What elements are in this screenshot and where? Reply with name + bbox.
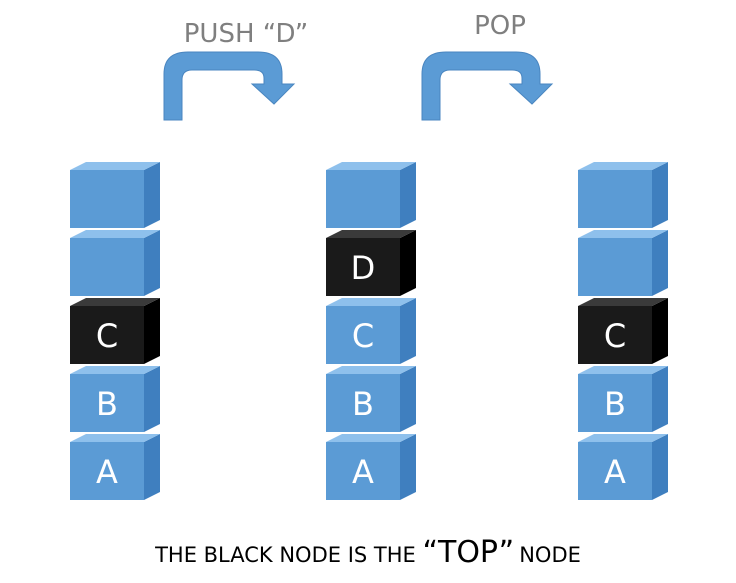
block-top-face bbox=[70, 434, 160, 442]
block-front-face bbox=[578, 238, 652, 296]
stack-3: ABC bbox=[578, 162, 668, 500]
stack-block: B bbox=[70, 366, 160, 432]
block-side-face bbox=[652, 230, 668, 296]
stack-block: C bbox=[326, 298, 416, 364]
block-front-face bbox=[326, 442, 400, 500]
stack-block bbox=[578, 162, 668, 228]
block-label: C bbox=[604, 317, 626, 355]
caption-highlight: “TOP” bbox=[422, 535, 514, 570]
block-top-face bbox=[326, 366, 416, 374]
block-side-face bbox=[652, 162, 668, 228]
stack-block: B bbox=[578, 366, 668, 432]
block-label: B bbox=[604, 385, 626, 423]
block-front-face bbox=[578, 170, 652, 228]
block-side-face bbox=[652, 434, 668, 500]
block-side-face bbox=[400, 298, 416, 364]
block-front-face bbox=[70, 442, 144, 500]
pop-arrow bbox=[421, 51, 554, 121]
pop-label: POP bbox=[474, 11, 526, 41]
caption: THE BLACK NODE IS THE “TOP” NODE bbox=[154, 535, 581, 570]
stack-block bbox=[70, 162, 160, 228]
operation-labels: PUSH “D” POP bbox=[184, 11, 526, 49]
block-top-face bbox=[578, 434, 668, 442]
stack-1: ABC bbox=[70, 162, 160, 500]
push-label: PUSH “D” bbox=[184, 19, 309, 49]
block-front-face bbox=[326, 238, 400, 296]
block-side-face bbox=[144, 162, 160, 228]
block-front-face bbox=[578, 374, 652, 432]
block-label: A bbox=[604, 453, 626, 491]
block-front-face bbox=[70, 170, 144, 228]
block-top-face bbox=[70, 298, 160, 306]
stack-block: A bbox=[578, 434, 668, 500]
block-top-face bbox=[326, 162, 416, 170]
block-top-face bbox=[70, 230, 160, 238]
top-node-block: C bbox=[70, 298, 160, 364]
top-node-block: C bbox=[578, 298, 668, 364]
block-side-face bbox=[400, 230, 416, 296]
block-front-face bbox=[578, 442, 652, 500]
block-label: C bbox=[96, 317, 118, 355]
block-side-face bbox=[144, 366, 160, 432]
block-top-face bbox=[578, 298, 668, 306]
block-side-face bbox=[400, 434, 416, 500]
block-front-face bbox=[326, 306, 400, 364]
operation-arrows bbox=[163, 51, 554, 121]
block-front-face bbox=[70, 374, 144, 432]
stack-block bbox=[326, 162, 416, 228]
block-front-face bbox=[70, 306, 144, 364]
block-top-face bbox=[578, 162, 668, 170]
block-side-face bbox=[652, 366, 668, 432]
block-label: C bbox=[352, 317, 374, 355]
caption-before: THE BLACK NODE IS THE bbox=[154, 543, 422, 567]
block-top-face bbox=[70, 366, 160, 374]
block-side-face bbox=[400, 162, 416, 228]
block-label: D bbox=[351, 249, 376, 287]
block-front-face bbox=[326, 374, 400, 432]
curved-arrow-icon bbox=[421, 51, 554, 121]
block-top-face bbox=[326, 298, 416, 306]
block-side-face bbox=[652, 298, 668, 364]
stack-block: A bbox=[326, 434, 416, 500]
block-label: B bbox=[352, 385, 374, 423]
block-label: B bbox=[96, 385, 118, 423]
block-side-face bbox=[144, 230, 160, 296]
curved-arrow-icon bbox=[163, 51, 296, 121]
block-top-face bbox=[578, 230, 668, 238]
block-top-face bbox=[326, 230, 416, 238]
block-side-face bbox=[144, 298, 160, 364]
block-top-face bbox=[578, 366, 668, 374]
block-front-face bbox=[578, 306, 652, 364]
block-front-face bbox=[70, 238, 144, 296]
stack-block: B bbox=[326, 366, 416, 432]
block-side-face bbox=[144, 434, 160, 500]
block-front-face bbox=[326, 170, 400, 228]
caption-after: NODE bbox=[519, 543, 581, 567]
push-arrow bbox=[163, 51, 296, 121]
top-node-block: D bbox=[326, 230, 416, 296]
stack-block: A bbox=[70, 434, 160, 500]
stack-block bbox=[70, 230, 160, 296]
block-label: A bbox=[96, 453, 118, 491]
block-side-face bbox=[400, 366, 416, 432]
block-label: A bbox=[352, 453, 374, 491]
block-top-face bbox=[326, 434, 416, 442]
block-top-face bbox=[70, 162, 160, 170]
stack-block bbox=[578, 230, 668, 296]
